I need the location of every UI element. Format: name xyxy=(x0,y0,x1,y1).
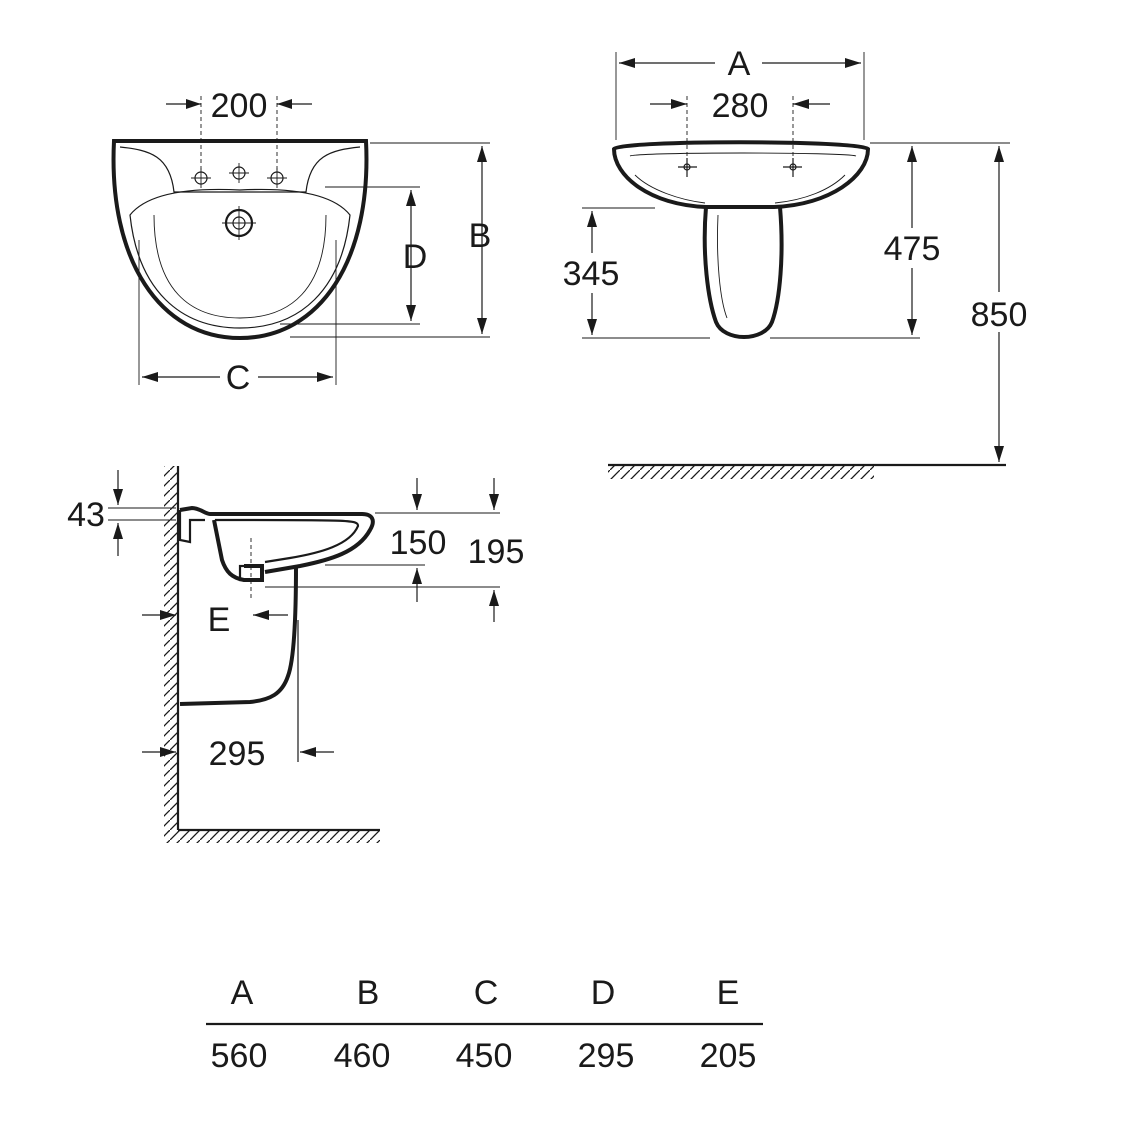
basin-front-outline xyxy=(111,139,369,341)
table-value-a: 560 xyxy=(211,1037,268,1075)
inner-bowl xyxy=(129,188,351,329)
dim-295-label: 295 xyxy=(209,735,266,773)
tap-deck xyxy=(119,146,361,193)
dimension-table: A B C D E 560 460 450 295 205 xyxy=(206,974,763,1075)
dim-150-label: 150 xyxy=(390,524,447,562)
wall xyxy=(164,466,180,832)
table-value-c: 450 xyxy=(456,1037,513,1075)
pedestal xyxy=(702,206,784,339)
wall-section-view: 43 150 195 E 295 xyxy=(67,466,524,843)
table-header-b: B xyxy=(357,974,380,1012)
dim-345-label: 345 xyxy=(563,255,620,293)
tap-hole-center-icon xyxy=(229,163,249,183)
basin-side-outline xyxy=(611,140,871,209)
dim-850-label: 850 xyxy=(971,296,1028,334)
front-view: 200 B D C xyxy=(111,87,492,397)
floor-section xyxy=(164,828,380,843)
table-header-d: D xyxy=(591,974,616,1012)
dim-200-label: 200 xyxy=(211,87,268,125)
tap-hole-left-icon xyxy=(191,168,211,188)
waste-trap xyxy=(212,519,264,582)
dim-c-label: C xyxy=(226,359,251,397)
dim-b-label: B xyxy=(469,217,492,255)
table-header-e: E xyxy=(717,974,740,1012)
basin-section xyxy=(179,505,375,574)
drain-icon xyxy=(222,206,256,240)
dim-d-label: D xyxy=(403,238,428,276)
tap-right-side-icon xyxy=(783,158,802,177)
floor-line xyxy=(608,463,1006,479)
table-value-b: 460 xyxy=(334,1037,391,1075)
tap-left-side-icon xyxy=(678,158,697,177)
dim-a-label: A xyxy=(728,45,751,83)
dim-475-label: 475 xyxy=(884,230,941,268)
table-value-d: 295 xyxy=(578,1037,635,1075)
dim-43-label: 43 xyxy=(67,496,105,534)
dim-195-label: 195 xyxy=(468,533,525,571)
tap-hole-right-icon xyxy=(267,168,287,188)
dim-e-label: E xyxy=(208,601,231,639)
table-value-e: 205 xyxy=(700,1037,757,1075)
dim-280-label: 280 xyxy=(712,87,769,125)
pedestal-section xyxy=(179,565,298,706)
pedestal-view: A 280 345 475 850 xyxy=(563,45,1028,479)
table-header-a: A xyxy=(231,974,254,1012)
table-header-c: C xyxy=(474,974,499,1012)
